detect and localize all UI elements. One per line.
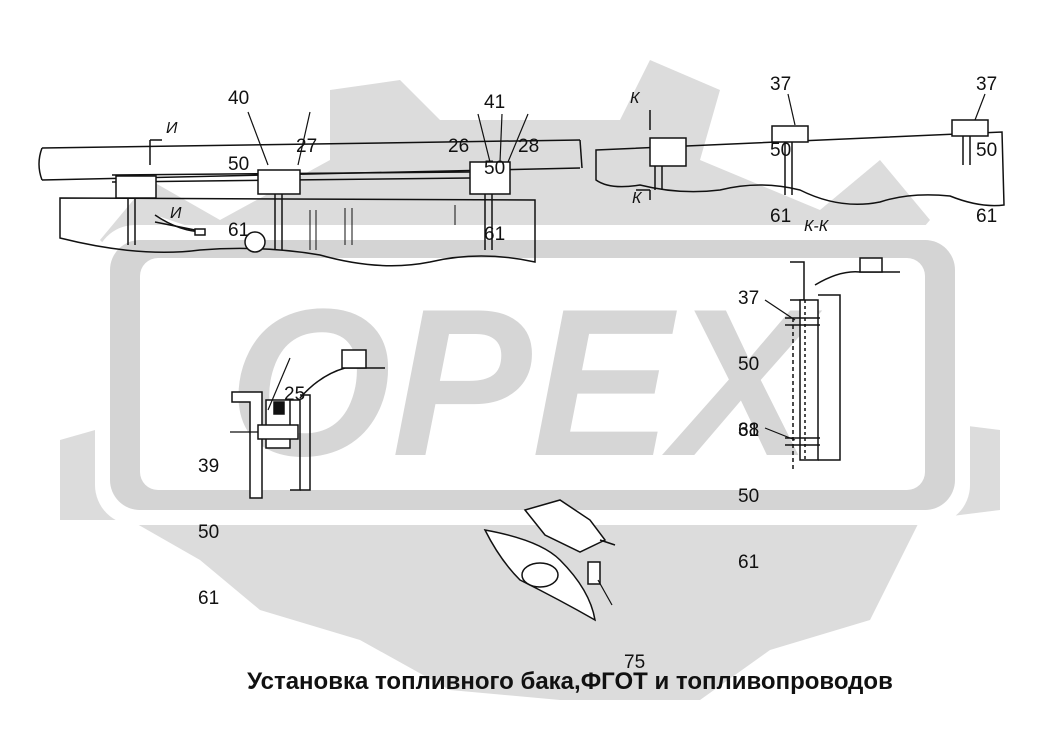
watermark-frame-inner [140, 258, 925, 490]
callout-line: 50 [738, 354, 760, 375]
section-mark-k-bottom: К [632, 190, 642, 207]
callout-37-50-61-b: 37 50 61 [976, 30, 997, 250]
callout-line: 50 [976, 140, 998, 161]
callout-line: 61 [738, 420, 760, 441]
section-i-marker [149, 139, 196, 231]
callout-75: 75 [624, 608, 645, 696]
callout-line: 27 [296, 136, 318, 157]
callout-line: 50 [738, 486, 760, 507]
right-clamps [649, 119, 989, 195]
callout-line: 37 [976, 74, 998, 95]
callout-line: 61 [738, 552, 760, 573]
callout-line: 61 [976, 206, 998, 227]
leader-lines [230, 93, 986, 606]
callout-line: 40 [228, 88, 250, 109]
callout-41-50-61: 41 50 61 [484, 48, 505, 268]
callout-line: 50 [484, 158, 506, 179]
callout-line: 26 [448, 136, 470, 157]
section-mark-i-bottom: И [170, 205, 182, 222]
callout-39-50-61: 39 50 61 [198, 412, 219, 632]
callout-line: 28 [518, 136, 540, 157]
callout-line: 37 [770, 74, 792, 95]
callout-27: 27 [296, 92, 317, 180]
callout-line: 50 [770, 140, 792, 161]
section-kk-view [785, 257, 900, 470]
callout-line: 25 [284, 384, 306, 405]
callout-line: 37 [738, 288, 760, 309]
left-frame-hatch [309, 205, 456, 250]
callout-line: 50 [198, 522, 220, 543]
callout-line: 61 [484, 224, 506, 245]
section-kk-title: К-К [804, 218, 829, 235]
diagram-caption: Установка топливного бака,ФГОТ и топливо… [247, 668, 893, 695]
callout-25: 25 [284, 340, 305, 428]
watermark-text: ОРЕХ [228, 265, 822, 500]
callout-line: 38 [738, 420, 760, 441]
callout-line: 39 [198, 456, 220, 477]
detail-bracket-view [231, 349, 385, 499]
section-mark-k-top: К [630, 90, 640, 107]
callout-37-50-61-a: 37 50 61 [770, 30, 791, 250]
callout-line: 61 [198, 588, 220, 609]
callout-line: 61 [770, 206, 792, 227]
callout-38-50-61: 38 50 61 [738, 376, 759, 596]
callout-line: 50 [228, 154, 250, 175]
callout-26: 26 [448, 92, 469, 180]
callout-28: 28 [518, 92, 539, 180]
section-mark-i-top: И [166, 120, 178, 137]
detail-fitting-view [483, 499, 616, 622]
right-frame-rail [595, 131, 1005, 207]
callout-37-50-61-c: 37 50 61 [738, 244, 759, 464]
callout-line: 75 [624, 652, 646, 673]
callout-line: 41 [484, 92, 506, 113]
callout-line: 61 [228, 220, 250, 241]
section-k-marker [636, 110, 651, 200]
callout-40-50-61: 40 50 61 [228, 44, 249, 264]
